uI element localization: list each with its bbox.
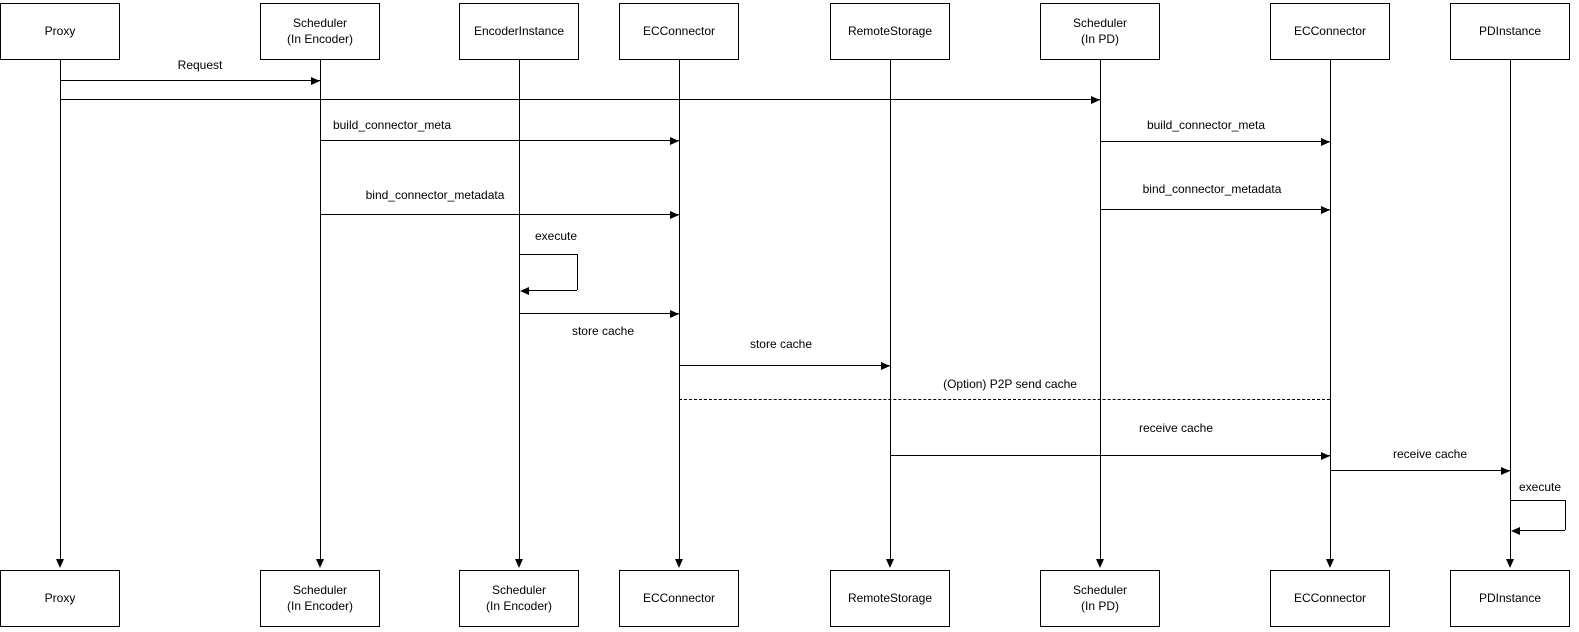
message-store-cache-encoder-arrowhead (670, 310, 679, 318)
message-request (60, 80, 320, 81)
lifeline-scheduler-encoder (320, 60, 321, 561)
lifeline-ec-connector-2 (1330, 60, 1331, 561)
message-store-cache-encoder (519, 313, 679, 314)
actor-box-bottom-encoder-instance: Scheduler (In Encoder) (459, 570, 579, 627)
message-label-execute-pd: execute (1518, 480, 1562, 494)
message-label-request: Request (177, 58, 223, 72)
actor-box-top-ec-connector-2: ECConnector (1270, 3, 1390, 60)
message-label-receive-cache-ec: receive cache (1138, 421, 1214, 435)
actor-box-bottom-scheduler-encoder: Scheduler (In Encoder) (260, 570, 380, 627)
message-receive-cache-pd-arrowhead (1501, 467, 1510, 475)
lifeline-ec-connector-1 (679, 60, 680, 561)
actor-box-bottom-ec-connector-1: ECConnector (619, 570, 739, 627)
actor-box-top-proxy: Proxy (0, 3, 120, 60)
message-label-execute-encoder: execute (534, 229, 578, 243)
message-bind-connector-metadata-pd-arrowhead (1321, 206, 1330, 214)
message-bind-connector-metadata-pd (1100, 209, 1330, 210)
lifeline-arrowhead-scheduler-encoder (316, 559, 324, 568)
message-execute-pd-bottom (1514, 530, 1565, 531)
message-request-arrowhead (311, 77, 320, 85)
message-execute-pd-arrowhead (1511, 527, 1520, 535)
message-build-connector-meta-encoder (320, 140, 679, 141)
actor-box-top-scheduler-encoder: Scheduler (In Encoder) (260, 3, 380, 60)
actor-box-top-scheduler-pd: Scheduler (In PD) (1040, 3, 1160, 60)
lifeline-pd-instance (1510, 60, 1511, 561)
message-label-store-cache-encoder: store cache (571, 324, 635, 338)
message-execute-encoder-top (519, 254, 577, 255)
actor-box-top-ec-connector-1: ECConnector (619, 3, 739, 60)
lifeline-remote-storage (890, 60, 891, 561)
lifeline-arrowhead-ec-connector-1 (675, 559, 683, 568)
message-store-cache-remote-arrowhead (881, 362, 890, 370)
message-bind-connector-metadata-encoder (320, 214, 679, 215)
message-label-bind-connector-metadata-encoder: bind_connector_metadata (365, 188, 505, 202)
message-execute-pd-side (1565, 500, 1566, 530)
lifeline-scheduler-pd (1100, 60, 1101, 561)
message-store-cache-remote (679, 365, 890, 366)
message-build-connector-meta-pd (1100, 141, 1330, 142)
message-label-receive-cache-pd: receive cache (1392, 447, 1468, 461)
lifeline-arrowhead-ec-connector-2 (1326, 559, 1334, 568)
message-receive-cache-ec-arrowhead (1321, 452, 1330, 460)
message-build-connector-meta-pd-arrowhead (1321, 138, 1330, 146)
actor-box-bottom-remote-storage: RemoteStorage (830, 570, 950, 627)
actor-box-bottom-ec-connector-2: ECConnector (1270, 570, 1390, 627)
actor-box-bottom-scheduler-pd: Scheduler (In PD) (1040, 570, 1160, 627)
lifeline-arrowhead-pd-instance (1506, 559, 1514, 568)
lifeline-arrowhead-scheduler-pd (1096, 559, 1104, 568)
message-receive-cache-pd (1330, 470, 1510, 471)
lifeline-arrowhead-encoder-instance (515, 559, 523, 568)
actor-box-top-pd-instance: PDInstance (1450, 3, 1570, 60)
message-execute-encoder-bottom (523, 290, 577, 291)
actor-box-top-encoder-instance: EncoderInstance (459, 3, 579, 60)
message-label-build-connector-meta-encoder: build_connector_meta (332, 118, 452, 132)
message-forward-request-arrowhead (1091, 96, 1100, 104)
message-label-p2p-send-cache: (Option) P2P send cache (943, 377, 1077, 391)
message-forward-request (60, 99, 1100, 100)
message-build-connector-meta-encoder-arrowhead (670, 137, 679, 145)
message-receive-cache-ec (890, 455, 1330, 456)
message-execute-encoder-side (577, 254, 578, 290)
actor-box-bottom-pd-instance: PDInstance (1450, 570, 1570, 627)
message-label-bind-connector-metadata-pd: bind_connector_metadata (1142, 182, 1282, 196)
message-bind-connector-metadata-encoder-arrowhead (670, 211, 679, 219)
lifeline-proxy (60, 60, 61, 561)
message-p2p-send-cache (679, 399, 1330, 400)
lifeline-arrowhead-remote-storage (886, 559, 894, 568)
message-label-build-connector-meta-pd: build_connector_meta (1146, 118, 1266, 132)
message-execute-pd-top (1510, 500, 1565, 501)
actor-box-top-remote-storage: RemoteStorage (830, 3, 950, 60)
message-label-store-cache-remote: store cache (749, 337, 813, 351)
lifeline-encoder-instance (519, 60, 520, 561)
actor-box-bottom-proxy: Proxy (0, 570, 120, 627)
lifeline-arrowhead-proxy (56, 559, 64, 568)
message-execute-encoder-arrowhead (520, 287, 529, 295)
